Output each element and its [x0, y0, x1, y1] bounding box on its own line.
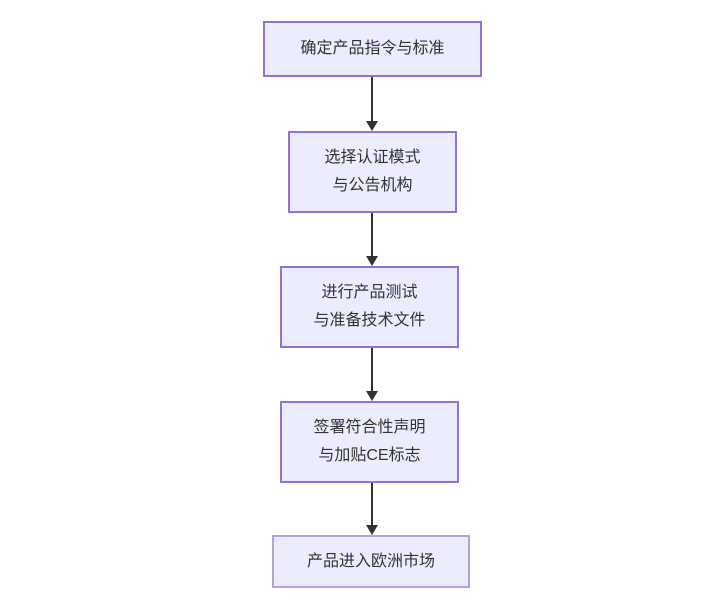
arrow-head-down-icon — [365, 391, 378, 401]
node-text-line: 确定产品指令与标准 — [300, 40, 445, 57]
flow-node-select-certification-mode: 选择认证模式 与公告机构 — [288, 131, 457, 213]
arrow-line — [370, 348, 373, 391]
node-text-line: 选择认证模式 — [324, 149, 421, 166]
flow-arrow-2 — [365, 213, 378, 266]
flow-node-product-testing-documents: 进行产品测试 与准备技术文件 — [280, 266, 459, 348]
flow-node-sign-declaration-ce-mark: 签署符合性声明 与加贴CE标志 — [280, 401, 459, 483]
node-text-line: 与准备技术文件 — [313, 312, 426, 329]
arrow-head-down-icon — [365, 121, 378, 131]
arrow-line — [370, 483, 373, 525]
flow-arrow-3 — [365, 348, 378, 401]
node-text-line: 与加贴CE标志 — [318, 447, 421, 464]
arrow-head-down-icon — [365, 256, 378, 266]
arrow-line — [370, 213, 373, 256]
node-text-line: 进行产品测试 — [321, 284, 418, 301]
flow-node-enter-european-market: 产品进入欧洲市场 — [272, 535, 470, 588]
flow-node-determine-directives-standards: 确定产品指令与标准 — [263, 21, 482, 77]
node-text-line: 产品进入欧洲市场 — [306, 552, 435, 570]
flow-arrow-1 — [365, 77, 378, 131]
flow-arrow-4 — [365, 483, 378, 535]
node-text-line: 签署符合性声明 — [313, 419, 426, 436]
arrow-line — [370, 77, 373, 121]
arrow-head-down-icon — [365, 525, 378, 535]
node-text-line: 与公告机构 — [332, 177, 413, 194]
